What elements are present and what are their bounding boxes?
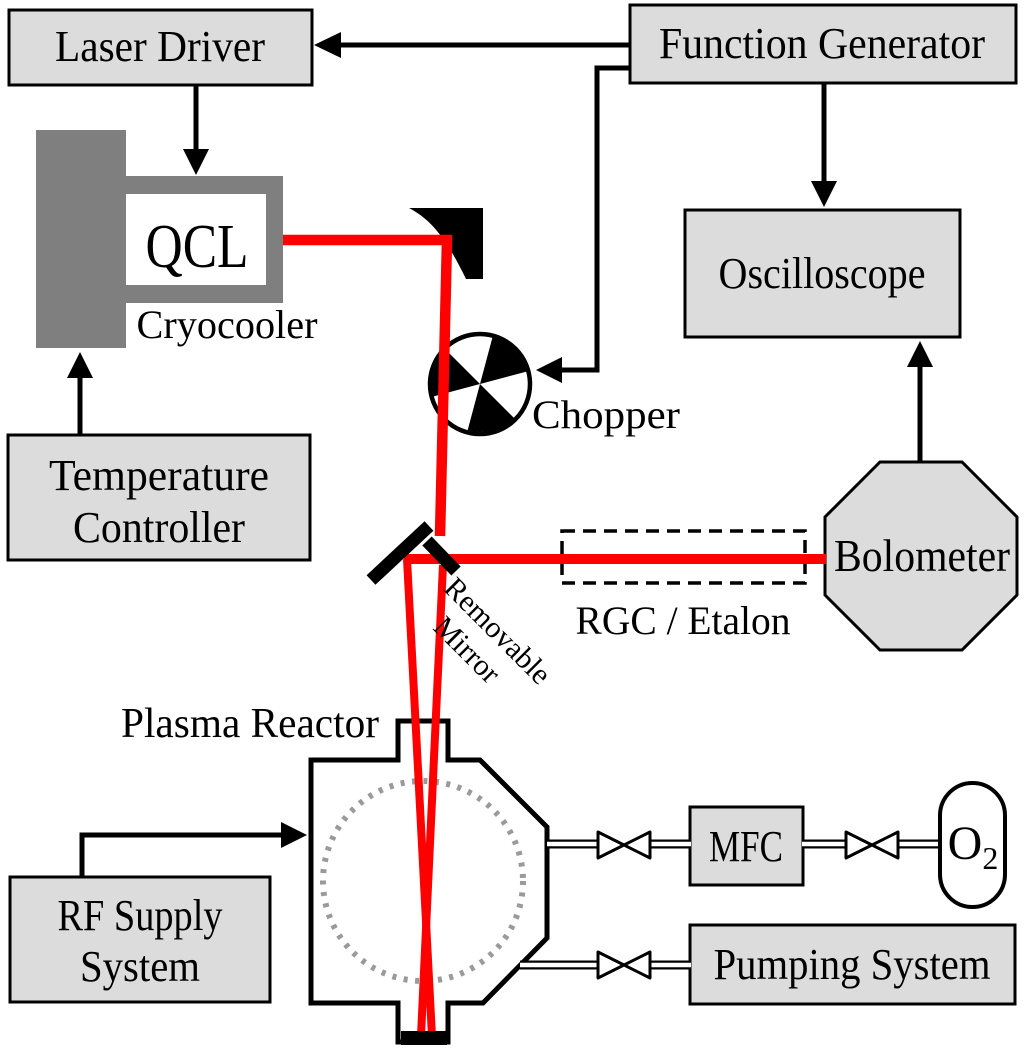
temperature-controller-label-line1: Temperature	[49, 451, 269, 500]
o2-subscript: 2	[982, 840, 998, 876]
arrowhead-fg-to-oscilloscope	[811, 181, 837, 207]
wire-rf-supply-to-reactor	[79, 832, 282, 877]
rf-supply-label-line1: RF Supply	[58, 891, 223, 940]
rf-supply-box	[8, 875, 272, 1004]
oscilloscope-label: Oscilloscope	[719, 249, 926, 298]
pumping-system-label: Pumping System	[714, 940, 991, 989]
laser-beams	[283, 234, 826, 1037]
plasma-reactor-label: Plasma Reactor	[121, 701, 379, 747]
parabolic-mirror	[409, 208, 483, 279]
cryocooler-body	[36, 130, 126, 348]
arrowhead-fg-to-chopper	[536, 357, 562, 383]
o2-tank-label: O2	[948, 817, 999, 876]
cryocooler-label: Cryocooler	[137, 302, 318, 347]
valve-mfc-o2	[844, 830, 900, 860]
reactor-bottom-window	[401, 1031, 447, 1045]
o2-tank	[938, 781, 1007, 909]
rgc-etalon-cell: RGC / Etalon	[560, 529, 807, 643]
removable-mirror-bar-flip	[422, 536, 461, 576]
temperature-controller-box	[6, 433, 312, 562]
bolometer-label: Bolometer	[834, 530, 1010, 581]
chopper-blades	[431, 337, 527, 433]
chopper-label: Chopper	[532, 392, 680, 437]
wire-fg-to-chopper	[562, 65, 630, 373]
rgc-etalon-label: RGC / Etalon	[576, 598, 791, 643]
beam-qcl-to-mirror-chopper	[283, 234, 453, 537]
arrowhead-fg-to-laser-driver	[314, 32, 341, 58]
chopper-wheel: Chopper	[427, 331, 680, 437]
qcl-housing	[126, 194, 266, 285]
wires	[67, 32, 933, 877]
temperature-controller-label-line2: Controller	[73, 503, 245, 552]
qcl-label: QCL	[146, 213, 249, 281]
mfc-label: MFC	[709, 822, 783, 871]
plasma-region-dotted-circle	[320, 778, 526, 984]
arrowhead-rf-supply-to-reactor	[281, 822, 307, 848]
o2-symbol: O	[948, 817, 983, 870]
removable-mirror-bar-main	[366, 521, 434, 585]
rf-supply-label-line2: System	[80, 942, 200, 991]
laser-driver-box	[7, 8, 314, 87]
function-generator-box	[628, 3, 1018, 85]
function-generator-label: Function Generator	[659, 19, 985, 68]
bolometer-octagon	[823, 460, 1019, 652]
valve-reactor-mfc	[596, 830, 652, 860]
arrowhead-laser-driver-to-qcl	[183, 149, 209, 175]
valve-reactor-pump	[596, 950, 652, 980]
instrument-boxes: Laser Driver Function Generator Oscillos…	[6, 3, 1018, 1006]
laser-driver-label: Laser Driver	[55, 22, 265, 71]
bolometer-detector: Bolometer	[823, 460, 1019, 652]
beam-return-from-reactor	[417, 564, 447, 1037]
pumping-system-box	[688, 923, 1017, 1006]
gas-lines: O2	[520, 781, 1007, 980]
oscilloscope-box	[683, 208, 962, 339]
arrowhead-bolometer-to-oscilloscope	[907, 341, 933, 367]
cryocooler-assembly: QCL Cryocooler	[36, 130, 318, 348]
cryocooler-frame	[126, 176, 283, 303]
arrowhead-temp-controller-to-cryocooler	[67, 352, 93, 378]
